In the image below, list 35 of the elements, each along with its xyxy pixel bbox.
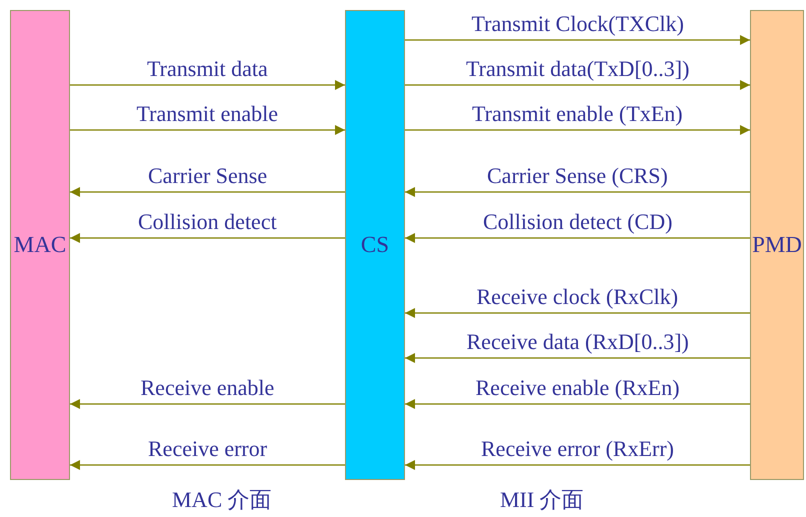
edge-label: Transmit data(TxD[0..3]) (466, 56, 690, 82)
arrow (405, 308, 750, 318)
edge-label: Collision detect (138, 209, 277, 235)
edge-label: Receive clock (RxClk) (476, 284, 678, 310)
interface-bar: CS (345, 10, 405, 480)
interface-bar: MAC (10, 10, 70, 480)
edge-label: Carrier Sense (148, 163, 268, 189)
edge-label: Receive error (148, 436, 268, 462)
interface-bar: PMD (750, 10, 804, 480)
arrow (70, 125, 345, 135)
edge-label: Receive error (RxErr) (481, 436, 674, 462)
interface-caption: MII 介面 (500, 487, 584, 513)
arrow (405, 80, 750, 90)
arrow (405, 35, 750, 45)
edge-label: Receive enable (140, 375, 274, 401)
arrow (70, 187, 345, 197)
arrow (405, 125, 750, 135)
arrow (405, 233, 750, 243)
arrow (405, 399, 750, 409)
edge-label: Receive data (RxD[0..3]) (466, 329, 689, 355)
arrow (405, 460, 750, 470)
edge-label: Transmit enable (136, 101, 278, 127)
edge-label: Transmit data (147, 56, 268, 82)
edge-label: Collision detect (CD) (483, 209, 672, 235)
arrow (70, 233, 345, 243)
arrow (405, 353, 750, 363)
arrow (70, 399, 345, 409)
edge-label: Carrier Sense (CRS) (487, 163, 668, 189)
edge-label: Transmit enable (TxEn) (472, 101, 683, 127)
edge-label: Receive enable (RxEn) (476, 375, 680, 401)
edge-label: Transmit Clock(TXClk) (472, 11, 684, 37)
interface-caption: MAC 介面 (172, 487, 272, 513)
arrow (70, 460, 345, 470)
arrow (405, 187, 750, 197)
arrow (70, 80, 345, 90)
